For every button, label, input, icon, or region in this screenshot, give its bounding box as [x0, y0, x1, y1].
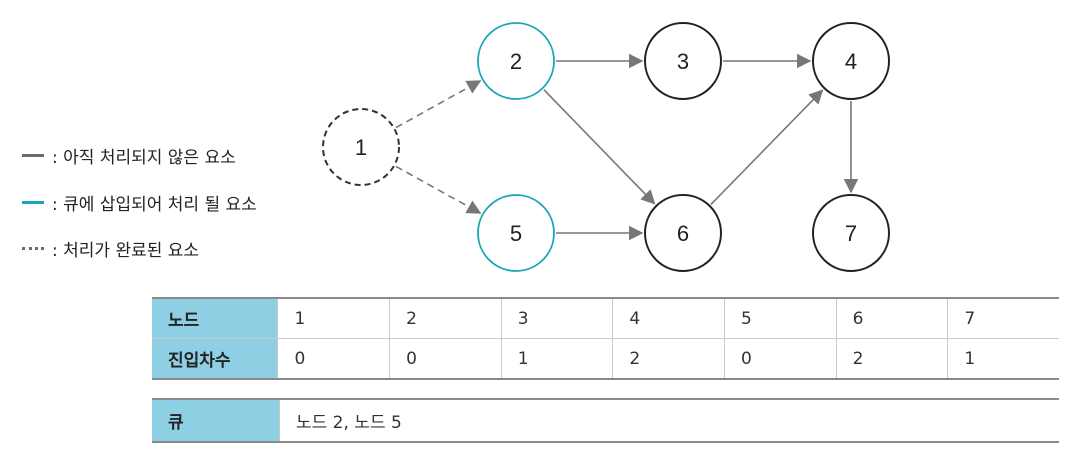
graph-node-5: 5 — [477, 194, 555, 272]
node-cell: 6 — [835, 297, 948, 339]
edge-6-4 — [710, 89, 824, 205]
legend-item-queued: : 큐에 삽입되어 처리 될 요소 — [22, 190, 257, 215]
node-cell: 1 — [277, 297, 390, 339]
node-label: 7 — [845, 221, 857, 246]
node-cell: 7 — [947, 297, 1059, 339]
node-label: 3 — [677, 49, 689, 74]
node-cell: 5 — [724, 297, 837, 339]
indegree-row: 진입차수 0 0 1 2 0 2 1 — [152, 338, 1059, 380]
legend-solid-line — [22, 154, 44, 157]
queue-contents: 노드 2, 노드 5 — [279, 398, 1059, 443]
graph-node-1: 1 — [322, 108, 400, 186]
indegree-cell: 2 — [835, 338, 948, 380]
graph-node-2: 2 — [477, 22, 555, 100]
node-label: 2 — [510, 49, 522, 74]
legend-label: : 처리가 완료된 요소 — [52, 241, 200, 261]
queue-header: 큐 — [152, 398, 280, 443]
node-label: 1 — [355, 135, 367, 160]
queue-table: 큐 노드 2, 노드 5 — [152, 398, 1059, 443]
indegree-cell: 0 — [277, 338, 390, 380]
node-circle — [812, 194, 890, 272]
indegree-cell: 2 — [612, 338, 725, 380]
indegree-cell: 1 — [947, 338, 1059, 380]
node-circle — [322, 108, 400, 186]
graph-node-6: 6 — [644, 194, 722, 272]
legend-label: : 아직 처리되지 않은 요소 — [52, 148, 236, 168]
node-row: 노드 1 2 3 4 5 6 7 — [152, 297, 1059, 339]
node-header: 노드 — [152, 297, 278, 339]
graph-node-3: 3 — [644, 22, 722, 100]
indegree-cell: 0 — [724, 338, 837, 380]
node-label: 5 — [510, 221, 522, 246]
indegree-cell: 0 — [389, 338, 502, 380]
node-circle — [812, 22, 890, 100]
node-cell: 4 — [612, 297, 725, 339]
graph-diagram: 1 2 3 4 5 6 7 — [322, 22, 890, 272]
edge-1-5 — [395, 165, 482, 214]
legend-item-pending: : 아직 처리되지 않은 요소 — [22, 143, 236, 168]
legend-teal-line — [22, 201, 44, 204]
legend-item-done: : 처리가 완료된 요소 — [22, 236, 199, 261]
indegree-header: 진입차수 — [152, 338, 278, 380]
node-circle — [644, 194, 722, 272]
edge-1-2 — [395, 80, 482, 129]
queue-row: 큐 노드 2, 노드 5 — [152, 398, 1059, 443]
graph-node-4: 4 — [812, 22, 890, 100]
node-circle — [477, 22, 555, 100]
edge-2-6 — [543, 89, 656, 205]
legend-label: : 큐에 삽입되어 처리 될 요소 — [52, 195, 257, 215]
node-label: 4 — [845, 49, 857, 74]
node-circle — [477, 194, 555, 272]
node-label: 6 — [677, 221, 689, 246]
graph-node-7: 7 — [812, 194, 890, 272]
node-circle — [644, 22, 722, 100]
legend-dotted-line — [22, 247, 44, 250]
indegree-cell: 1 — [500, 338, 613, 380]
indegree-table: 노드 1 2 3 4 5 6 7 진입차수 0 0 1 2 0 2 1 — [152, 297, 1059, 380]
node-cell: 3 — [500, 297, 613, 339]
node-cell: 2 — [389, 297, 502, 339]
